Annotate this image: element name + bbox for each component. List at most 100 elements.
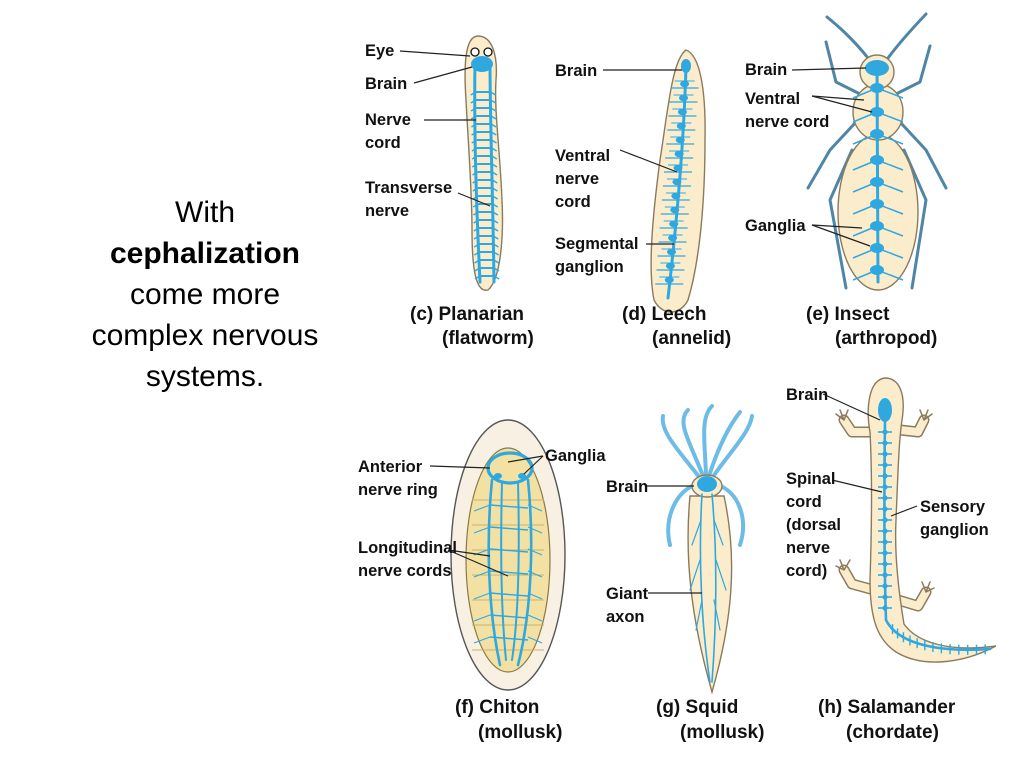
- leech-segmental-ganglion: [679, 94, 689, 102]
- label-longitudinal-line-1: Longitudinal: [358, 539, 457, 557]
- insect-ganglion: [870, 243, 884, 253]
- leader-line-spinal-cord: [831, 479, 883, 493]
- insect-ganglia: [852, 83, 904, 281]
- planarian-right-nerve-cord: [488, 60, 496, 284]
- label-chiton-ganglia: Ganglia: [545, 447, 606, 465]
- panel-leech: Brain Ventral nerve cord Segmental gangl…: [555, 49, 731, 349]
- leader-line-ganglia-a: [811, 224, 863, 229]
- salamander-sensory-ganglion: [882, 495, 888, 501]
- salamander-sensory-ganglia: [878, 429, 986, 655]
- leech-segmental-ganglion: [677, 108, 687, 116]
- squid-arm-5: [710, 414, 754, 480]
- panel-planarian: Eye Brain Nerve cord Transverse nerve (c…: [365, 35, 534, 349]
- leech-segmental-ganglion: [664, 276, 674, 284]
- insect-ganglion: [870, 199, 884, 209]
- caption-insect-line-2: (arthropod): [835, 328, 937, 349]
- label-leech-ventral-line-1: Ventral: [555, 147, 610, 165]
- caption-salamander-line-1: (h) Salamander: [818, 697, 956, 718]
- panel-chiton: Anterior nerve ring Ganglia Longitudinal…: [358, 419, 606, 743]
- label-spinal-cord-line-4: nerve: [786, 539, 830, 557]
- insect-antenna-right: [886, 12, 928, 60]
- leech-segmental-ganglion: [676, 122, 686, 130]
- leader-line-longitudinal-a: [447, 549, 491, 557]
- salamander-sensory-ganglion: [882, 473, 888, 479]
- squid-giant-axon-right: [711, 493, 717, 683]
- caption-chiton-line-2: (mollusk): [478, 722, 562, 743]
- slide-text-line-4: complex nervous: [91, 319, 319, 352]
- label-planarian-brain: Brain: [365, 75, 407, 93]
- label-sensory-ganglion-line-1: Sensory: [920, 498, 986, 516]
- chiton-pedal-nerve: [527, 614, 543, 622]
- slide-text-block: With cephalization come more complex ner…: [50, 192, 360, 397]
- insect-ganglion: [870, 155, 884, 165]
- label-giant-axon-line-1: Giant: [606, 585, 649, 603]
- salamander-sensory-ganglion: [882, 572, 888, 578]
- planarian-eye-left: [470, 47, 480, 57]
- salamander-sensory-ganglion: [882, 583, 888, 589]
- caption-insect-line-1: (e) Insect: [806, 304, 890, 325]
- label-giant-axon-line-2: axon: [606, 608, 645, 626]
- label-nerve-cord-line-2: cord: [365, 134, 401, 152]
- label-salamander-brain: Brain: [786, 386, 828, 404]
- leader-line-planarian-brain: [413, 66, 473, 84]
- salamander-sensory-ganglion: [882, 462, 888, 468]
- caption-salamander-line-2: (chordate): [846, 722, 939, 743]
- squid-tentacles: [660, 404, 754, 547]
- squid-arm-4: [707, 410, 742, 478]
- insect-front-leg-right: [894, 44, 932, 96]
- leech-segmental-ganglion: [674, 150, 684, 158]
- label-segmental-ganglion-line-2: ganglion: [555, 258, 624, 276]
- leech-segmental-ganglion: [669, 220, 679, 228]
- insect-middle-leg-right: [898, 120, 948, 190]
- salamander-sensory-ganglion: [882, 594, 888, 600]
- squid-mantle: [687, 495, 733, 695]
- label-nerve-cord-line-1: Nerve: [365, 111, 411, 129]
- caption-planarian-line-2: (flatworm): [442, 328, 534, 349]
- salamander-leg-fill: [840, 416, 930, 610]
- chiton-pedal-nerve: [473, 614, 491, 622]
- leech-segmental-ganglion: [673, 164, 683, 172]
- salamander-sensory-ganglion: [882, 429, 888, 435]
- squid-brain: [697, 476, 717, 492]
- slide-text-line-1: With: [175, 196, 235, 229]
- salamander-legs: [835, 409, 935, 612]
- chiton-cross-connective: [489, 592, 529, 597]
- squid-tentacle-left: [666, 482, 699, 547]
- squid-nerve-branch-left: [689, 519, 703, 631]
- chiton-outer-cord-left: [487, 478, 502, 667]
- insect-antenna-left: [825, 15, 870, 60]
- panel-squid: Brain Giant axon (g) Squid (mollusk): [606, 404, 764, 743]
- chiton-pedal-nerve: [473, 592, 491, 600]
- label-squid-brain: Brain: [606, 478, 648, 496]
- leader-line-insect-ventral-b: [811, 95, 873, 113]
- salamander-sensory-ganglion: [882, 561, 888, 567]
- leech-segmental-ganglion: [666, 248, 676, 256]
- panel-insect: Brain Ventral nerve cord Ganglia (e) Ins…: [745, 12, 948, 349]
- caption-leech-line-2: (annelid): [652, 328, 731, 349]
- label-spinal-cord-line-3: (dorsal: [786, 516, 841, 534]
- salamander-toes: [835, 409, 935, 593]
- label-insect-ventral-line-1: Ventral: [745, 90, 800, 108]
- leech-segmental-ganglion: [680, 80, 690, 88]
- label-anterior-nerve-ring-line-1: Anterior: [358, 458, 423, 476]
- squid-nerve-branch-right: [713, 519, 727, 631]
- label-longitudinal-line-2: nerve cords: [358, 562, 452, 580]
- slide-text-line-3: come more: [129, 278, 281, 311]
- leader-line-insect-brain: [791, 67, 867, 71]
- caption-squid-line-1: (g) Squid: [656, 697, 738, 718]
- label-transverse-nerve-line-2: nerve: [365, 202, 409, 220]
- leader-line-eye: [399, 50, 471, 57]
- leader-line-leech-ventral-nerve-cord: [619, 149, 678, 173]
- squid-arm-2: [681, 408, 705, 478]
- planarian-left-nerve-cord: [473, 60, 482, 284]
- insect-ganglion: [870, 177, 884, 187]
- leader-line-insect-ventral-a: [811, 95, 865, 101]
- leech-segmental-ganglion: [675, 136, 685, 144]
- salamander-sensory-ganglion: [882, 484, 888, 490]
- chiton-cross-connective: [489, 636, 529, 641]
- label-transverse-nerve-line-1: Transverse: [365, 179, 452, 197]
- chiton-cross-connective: [489, 504, 529, 509]
- leech-segmental-ganglion: [671, 192, 681, 200]
- salamander-sensory-ganglion: [882, 517, 888, 523]
